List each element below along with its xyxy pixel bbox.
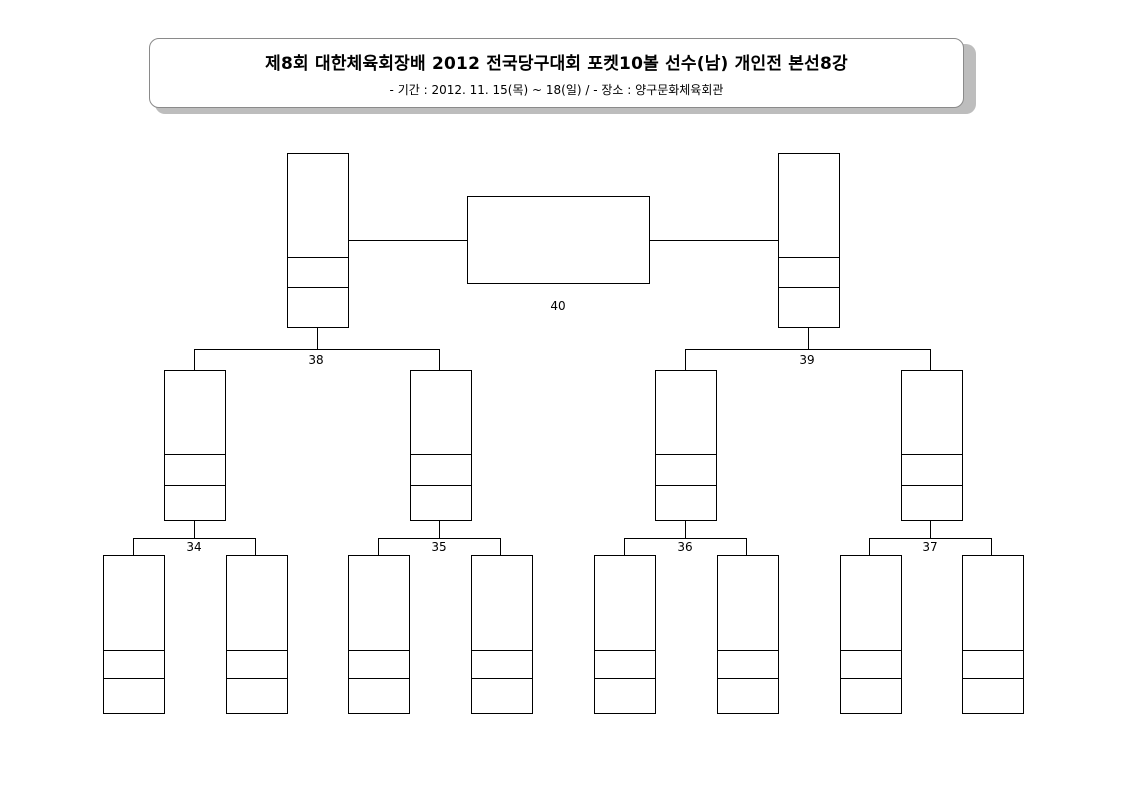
page-title: 제8회 대한체육회장배 2012 전국당구대회 포켓10볼 선수(남) 개인전 … [265,54,848,74]
match-number-34: 34 [186,540,202,554]
player-box [962,555,1024,714]
connector-line [255,538,256,555]
connector-line [378,538,379,555]
match-number-38: 38 [308,353,324,367]
connector-line [194,349,440,350]
title-banner: 제8회 대한체육회장배 2012 전국당구대회 포켓10볼 선수(남) 개인전 … [149,38,964,108]
semifinal-player-box [287,153,349,328]
player-box [840,555,902,714]
match-number-37: 37 [922,540,938,554]
connector-line [650,240,778,241]
connector-line [930,349,931,370]
quarterfinal-player-box [164,370,226,521]
connector-line [317,328,318,349]
quarterfinal-player-box [655,370,717,521]
connector-line [685,349,686,370]
connector-line [869,538,870,555]
page-subtitle: - 기간 : 2012. 11. 15(목) ~ 18(일) / - 장소 : … [389,83,724,97]
match-number-36: 36 [677,540,693,554]
player-box [471,555,533,714]
player-box [348,555,410,714]
match-number-35: 35 [431,540,447,554]
connector-line [624,538,625,555]
match-number-39: 39 [799,353,815,367]
connector-line [133,538,256,539]
connector-line [349,240,467,241]
semifinal-player-box [778,153,840,328]
connector-line [685,521,686,539]
quarterfinal-player-box [901,370,963,521]
connector-line [685,349,931,350]
connector-line [133,538,134,555]
connector-line [194,349,195,370]
connector-line [194,521,195,539]
connector-line [378,538,501,539]
quarterfinal-player-box [410,370,472,521]
connector-line [439,521,440,539]
match-number-40: 40 [550,299,566,313]
connector-line [869,538,992,539]
connector-line [746,538,747,555]
connector-line [439,349,440,370]
connector-line [991,538,992,555]
player-box [226,555,288,714]
connector-line [930,521,931,539]
player-box [103,555,165,714]
player-box [594,555,656,714]
final-winner-box [467,196,650,284]
connector-line [808,328,809,349]
connector-line [624,538,747,539]
connector-line [500,538,501,555]
player-box [717,555,779,714]
